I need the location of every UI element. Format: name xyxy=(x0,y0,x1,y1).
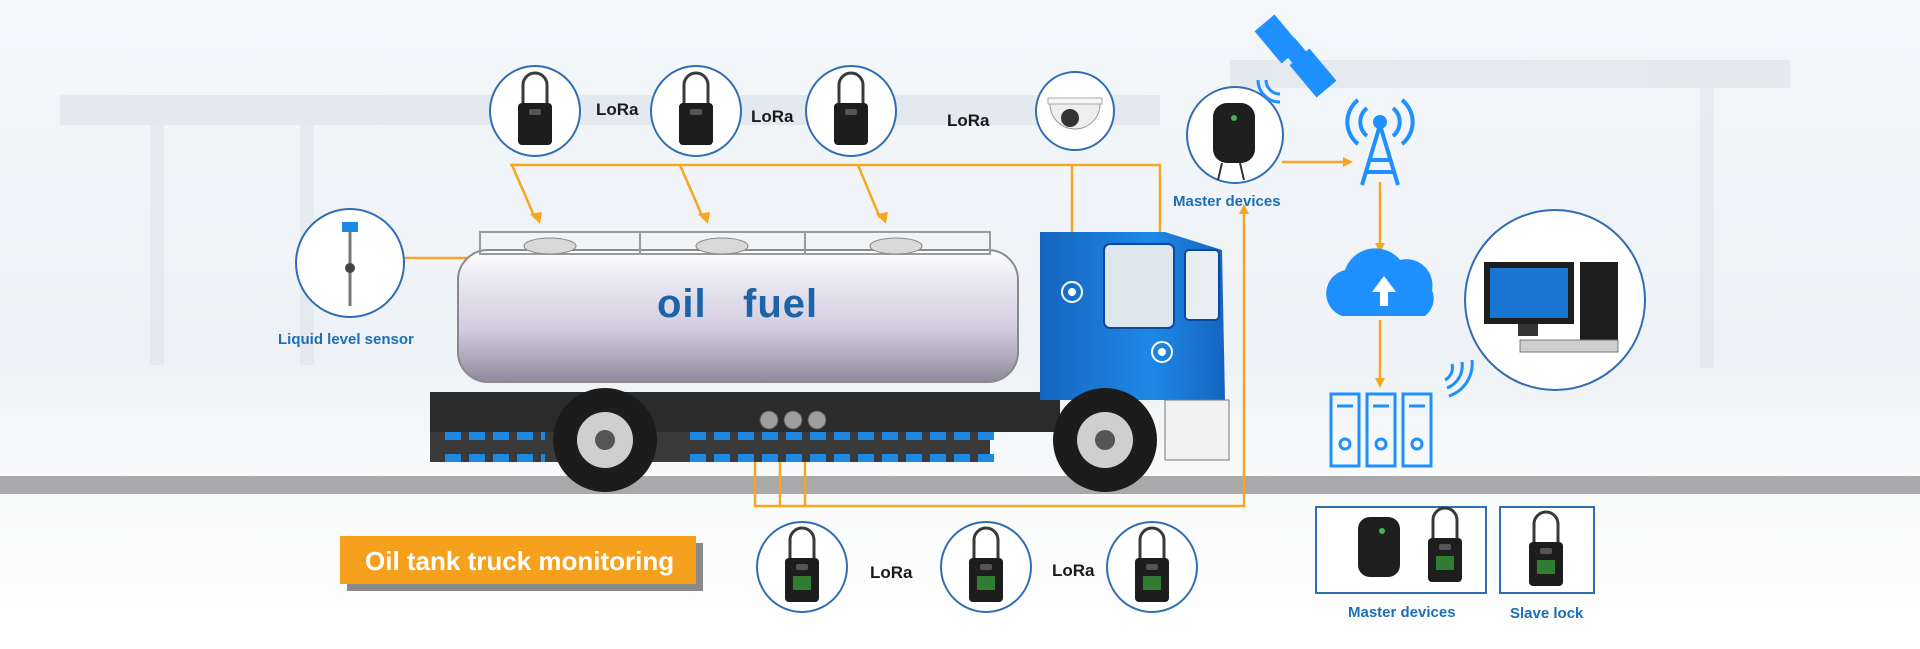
liquid-level-sensor xyxy=(295,208,405,318)
cab-sensor-icon xyxy=(1061,281,1083,303)
top-lock-3 xyxy=(805,65,897,157)
oil-tank-truck xyxy=(430,231,1230,492)
bottom-lock-2 xyxy=(940,521,1032,613)
background-station xyxy=(60,60,1790,368)
lora-label: LoRa xyxy=(751,107,794,126)
master-devices-box xyxy=(1315,506,1487,594)
slave-lock-box xyxy=(1499,506,1595,594)
page-title: Oil tank truck monitoring xyxy=(365,546,675,576)
computer-device xyxy=(1464,209,1646,391)
camera-device xyxy=(1035,71,1115,151)
wifi-signal-icon xyxy=(1444,359,1474,398)
lora-label: LoRa xyxy=(870,563,913,582)
antenna-tower-icon xyxy=(1345,98,1415,186)
bottom-lock-1 xyxy=(756,521,848,613)
lora-label: LoRa xyxy=(1052,561,1095,580)
master-devices-top-label: Master devices xyxy=(1173,193,1281,210)
master-device-icon xyxy=(1358,517,1400,577)
slave-lock-label: Slave lock xyxy=(1510,605,1584,622)
top-lock-1 xyxy=(489,65,581,157)
wheels xyxy=(553,388,1157,492)
road xyxy=(0,476,1920,494)
master-device-icon xyxy=(1213,103,1255,163)
cloud-upload-icon xyxy=(1326,248,1434,316)
master-device-top xyxy=(1186,86,1284,184)
lora-label: LoRa xyxy=(596,100,639,119)
satellite-icon xyxy=(1254,14,1337,104)
liquid-level-sensor-label: Liquid level sensor xyxy=(278,331,414,348)
master-devices-bottom-label: Master devices xyxy=(1348,604,1456,621)
top-lock-2 xyxy=(650,65,742,157)
server-rack-icon xyxy=(1329,392,1433,468)
lora-label: LoRa xyxy=(947,111,990,130)
cab-sensor-icon xyxy=(1151,341,1173,363)
tank-text: oil fuel xyxy=(657,282,819,326)
title-banner: Oil tank truck monitoring xyxy=(340,536,696,584)
bottom-lock-3 xyxy=(1106,521,1198,613)
sensor-markers xyxy=(445,432,995,462)
